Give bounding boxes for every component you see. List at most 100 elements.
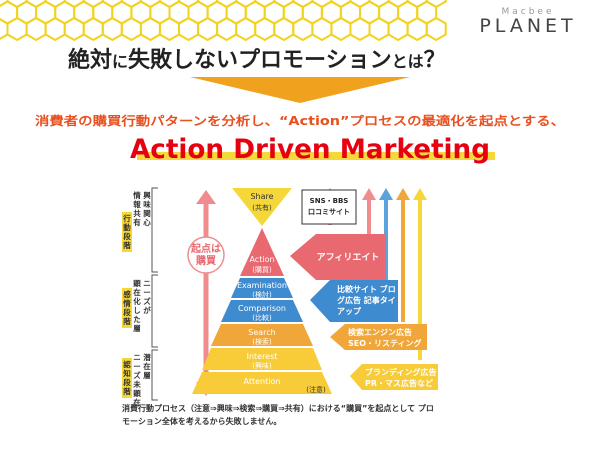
- left-label-char: 未: [133, 379, 141, 389]
- box-comparison-sites: [330, 280, 398, 322]
- svg-text:SEO・リスティング: SEO・リスティング: [348, 338, 422, 348]
- svg-text:(検索): (検索): [252, 337, 272, 346]
- pyramid-comparison: [221, 300, 303, 322]
- stage-tag: [122, 212, 132, 252]
- start-point-badge: [187, 236, 225, 274]
- hex-cell: [120, 16, 142, 42]
- channel-boxes: SNS・BBS 口コミサイト アフィリエイト 比較サイト ブロ グ広告 記事タイ…: [290, 189, 438, 390]
- stage-tag-char: 階: [123, 240, 131, 250]
- svg-text:Comparison: Comparison: [238, 304, 286, 313]
- left-label-char: ズ: [133, 370, 141, 380]
- pyramid-attention: [192, 372, 332, 394]
- hex-cell: [368, 16, 390, 42]
- left-label-char: 在: [143, 361, 151, 371]
- brand-logo: PLANET: [479, 15, 576, 37]
- box-affiliate: [316, 234, 386, 280]
- start-label-1: 起点は: [190, 242, 221, 255]
- hex-cell: [63, 16, 85, 42]
- hex-cell: [158, 16, 180, 42]
- pyramid-share: [232, 188, 292, 226]
- box-branding: [362, 364, 438, 390]
- svg-text:アフィリエイト: アフィリエイト: [317, 252, 380, 263]
- stage-tag-char: 認: [123, 359, 131, 369]
- page-title: 絶対に失敗しないプロモーションとは？: [68, 47, 446, 73]
- left-label-char: 層: [143, 371, 151, 380]
- hex-cell: [44, 16, 66, 42]
- pyramid-action: [240, 228, 284, 276]
- svg-text:Attention: Attention: [244, 377, 281, 386]
- stage-tag-char: 階: [123, 316, 131, 326]
- hex-cell: [406, 16, 428, 42]
- stage-tag: [122, 358, 132, 398]
- hex-cell: [387, 16, 409, 42]
- left-label-char: ニ: [143, 279, 151, 288]
- stage-tag-char: 情: [122, 298, 131, 308]
- svg-text:PR・マス広告など: PR・マス広告など: [365, 378, 433, 388]
- honeycomb-decoration: [0, 0, 447, 42]
- left-label-char: 層: [133, 324, 141, 333]
- box-sns: [301, 189, 357, 225]
- hex-cell: [254, 16, 276, 42]
- down-arrow-icon: [190, 77, 410, 103]
- left-label-char: し: [133, 306, 141, 315]
- hex-cell: [330, 16, 352, 42]
- stage-tag-char: 階: [123, 386, 131, 396]
- subtitle: 消費者の購買行動パターンを分析し、“Action”プロセスの最適化を起点とする、: [35, 113, 565, 128]
- pyramid-search: [211, 324, 313, 346]
- svg-text:(興味): (興味): [252, 361, 272, 370]
- svg-text:検索エンジン広告: 検索エンジン広告: [348, 327, 412, 337]
- left-label-char: 共: [133, 208, 141, 218]
- svg-text:(検討): (検討): [252, 290, 272, 299]
- hex-cell: [25, 16, 47, 42]
- left-label-char: 在: [133, 287, 141, 297]
- headline-highlight: [137, 152, 495, 160]
- left-label-char: ー: [143, 288, 151, 297]
- hex-cell: [292, 16, 314, 42]
- svg-text:比較サイト ブロ: 比較サイト ブロ: [337, 284, 396, 294]
- hex-cell: [311, 16, 333, 42]
- left-label-char: 顕: [133, 389, 141, 398]
- svg-text:Search: Search: [248, 328, 275, 337]
- left-label-char: 情: [132, 190, 141, 200]
- stage-tag-char: 段: [123, 307, 131, 317]
- stage-tag: [122, 288, 132, 328]
- svg-text:アップ: アップ: [337, 306, 362, 316]
- svg-text:口コミサイト: 口コミサイト: [308, 208, 350, 216]
- svg-text:グ広告 記事タイ: グ広告 記事タイ: [337, 295, 396, 305]
- left-label-char: 関: [143, 208, 151, 218]
- hex-cell: [139, 16, 161, 42]
- left-label-char: 報: [133, 199, 141, 209]
- hex-cell: [6, 16, 28, 42]
- svg-text:Share: Share: [250, 192, 273, 201]
- svg-text:(比較): (比較): [252, 313, 272, 322]
- left-label-char: 顕: [133, 279, 141, 288]
- brand-sub: Macbee: [501, 7, 554, 17]
- left-label-char: 在: [133, 397, 141, 407]
- left-label-char: が: [143, 305, 151, 315]
- hex-cell: [178, 16, 200, 42]
- headline: Action Driven Marketing: [130, 134, 490, 165]
- stage-tag-char: 動: [123, 222, 131, 232]
- svg-text:Action: Action: [249, 255, 274, 264]
- left-label-char: ニ: [133, 353, 141, 362]
- stage-tag-char: 知: [123, 368, 131, 378]
- hex-cell: [349, 16, 371, 42]
- svg-text:ブランディング広告: ブランディング広告: [365, 367, 436, 377]
- hex-cell: [425, 16, 447, 42]
- svg-text:Interest: Interest: [247, 352, 278, 361]
- pyramid: Share (共有) Action (購買) Examination (検討) …: [192, 188, 332, 394]
- svg-text:(購買): (購買): [252, 265, 272, 274]
- hex-cell: [101, 16, 123, 42]
- box-search-ads: [345, 324, 427, 350]
- footer-line-2: モーション全体を考えるから失敗しません。: [122, 416, 281, 426]
- hex-cell: [0, 18, 9, 40]
- left-label-char: 味: [143, 199, 151, 209]
- left-label-char: 有: [133, 217, 141, 227]
- left-label-char: た: [133, 314, 141, 324]
- svg-text:(注意): (注意): [306, 385, 326, 394]
- left-label-char: 化: [133, 296, 141, 306]
- footer-line-1: 消費行動プロセス（注意⇒興味⇒検索⇒購買⇒共有）における“購買”を起点として プ…: [122, 403, 434, 413]
- left-label-char: ー: [133, 362, 141, 371]
- left-label-char: 潜: [143, 352, 151, 362]
